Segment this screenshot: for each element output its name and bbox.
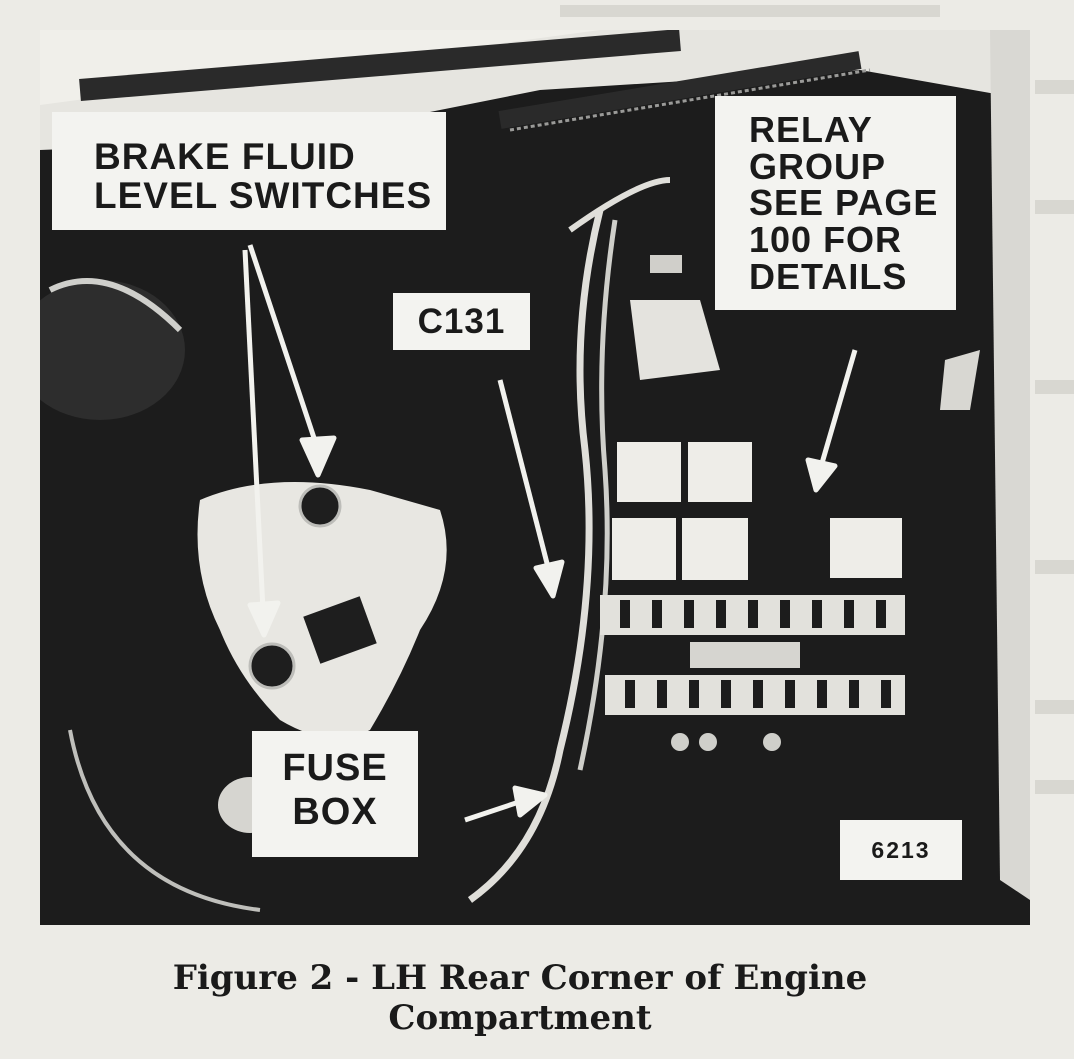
label-line: LEVEL SWITCHES — [94, 174, 433, 216]
label-line: RELAY — [749, 109, 873, 150]
connector-c131-label: C131 — [393, 293, 530, 350]
figure-caption: Figure 2 - LH Rear Corner of Engine Comp… — [0, 958, 1040, 1038]
relay-group-label: RELAY GROUP SEE PAGE 100 FOR DETAILS — [715, 96, 957, 310]
label-line: BRAKE FLUID — [94, 136, 356, 177]
caption-line: Compartment — [388, 998, 652, 1039]
brake-fluid-level-switches-label: BRAKE FLUID LEVEL SWITCHES — [52, 112, 447, 230]
label-line: 100 FOR — [749, 219, 903, 261]
figure-code-label: 6213 — [840, 820, 962, 880]
fuse-box-label: FUSE BOX — [252, 731, 418, 857]
label-line: DETAILS — [749, 255, 908, 297]
label-line: SEE PAGE — [749, 182, 939, 224]
label-line: FUSE — [282, 747, 388, 789]
photo-illustration — [40, 30, 1030, 912]
label-line: GROUP — [749, 145, 887, 187]
caption-line: Figure 2 - LH Rear Corner of Engine — [172, 958, 868, 998]
label-line: BOX — [292, 790, 378, 833]
